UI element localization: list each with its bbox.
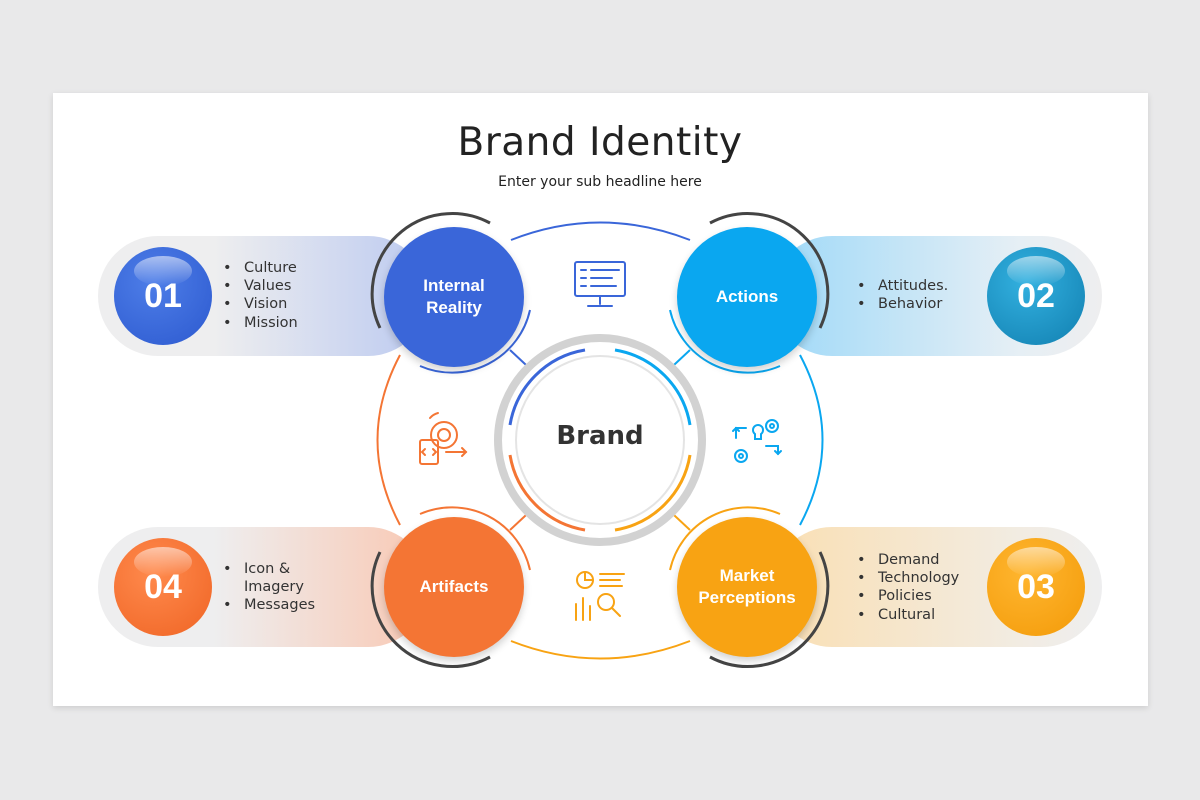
list-item: Imagery bbox=[244, 579, 304, 596]
analytics-chart-icon bbox=[575, 571, 625, 621]
gears-idea-icon bbox=[732, 419, 782, 463]
number-badge-01: 01 bbox=[114, 247, 212, 345]
node-actions: Actions bbox=[677, 227, 817, 367]
monitor-dashboard-icon bbox=[574, 261, 626, 307]
number-badge-04: 04 bbox=[114, 538, 212, 636]
list-item: Cultural bbox=[857, 606, 959, 624]
bullet-list-01: Culture Values Vision Mission bbox=[223, 259, 298, 332]
bullet-list-04: Icon & Imagery Messages bbox=[223, 560, 315, 615]
page-title: Brand Identity bbox=[457, 120, 743, 165]
list-item: Behavior bbox=[857, 295, 948, 313]
bullet-list-02: Attitudes. Behavior bbox=[857, 277, 948, 314]
list-item: Demand bbox=[857, 551, 959, 569]
list-item: Mission bbox=[223, 314, 298, 332]
number-badge-03: 03 bbox=[987, 538, 1085, 636]
list-item: Policies bbox=[857, 587, 959, 605]
list-item: Vision bbox=[223, 295, 298, 313]
code-gear-icon bbox=[419, 412, 468, 465]
number-badge-02: 02 bbox=[987, 247, 1085, 345]
list-item: Values bbox=[223, 277, 298, 295]
list-item: Messages bbox=[223, 596, 315, 614]
list-item: Icon & bbox=[223, 560, 315, 578]
node-artifacts: Artifacts bbox=[384, 517, 524, 657]
list-item: Culture bbox=[223, 259, 298, 277]
center-brand-label: Brand bbox=[556, 421, 644, 451]
page-subtitle: Enter your sub headline here bbox=[498, 174, 702, 190]
bullet-list-03: Demand Technology Policies Cultural bbox=[857, 551, 959, 624]
list-item: Attitudes. bbox=[857, 277, 948, 295]
list-item: Technology bbox=[857, 569, 959, 587]
